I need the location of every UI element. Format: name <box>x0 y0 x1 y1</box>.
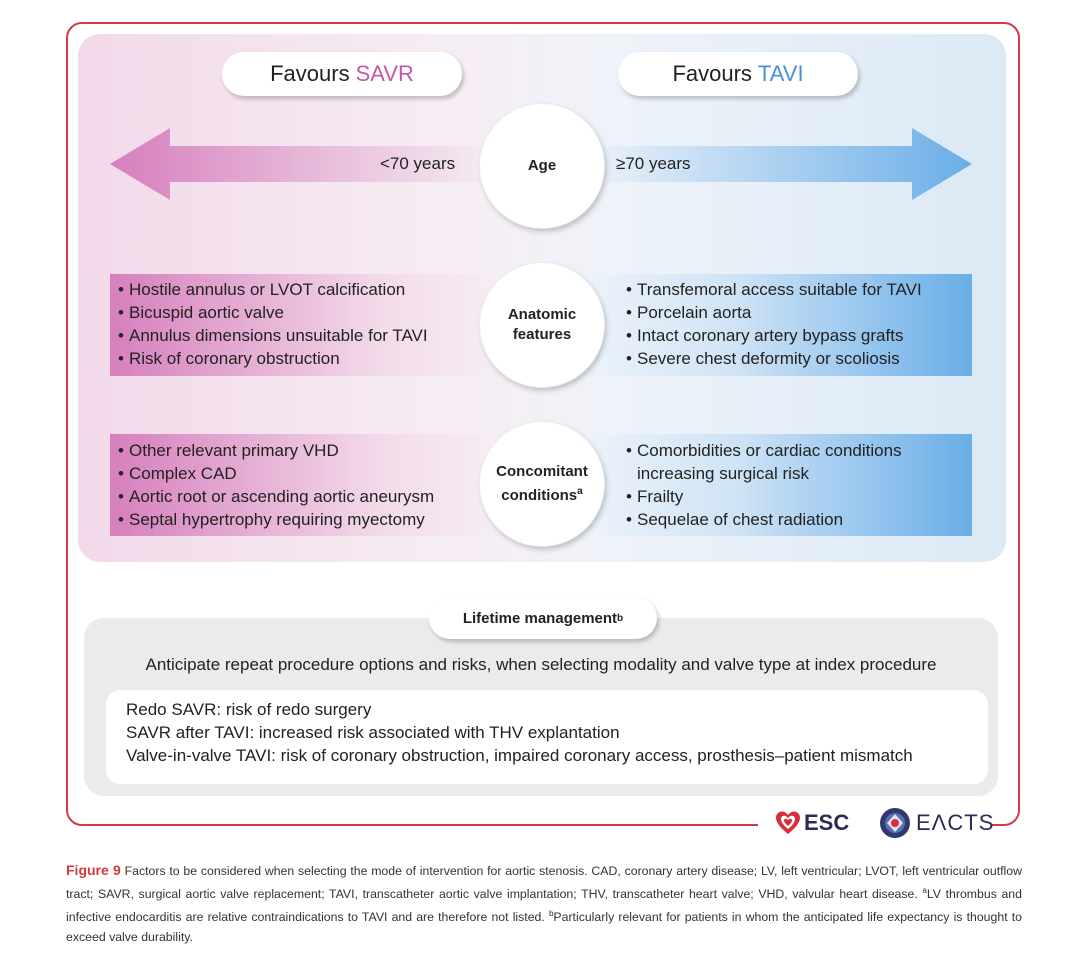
list-item: Bicuspid aortic valve <box>118 301 428 324</box>
list-item: Hostile annulus or LVOT calcification <box>118 278 428 301</box>
eacts-logo-text: EΛCTS <box>916 810 995 835</box>
list-item: Comorbidities or cardiac conditions <box>626 439 902 462</box>
lifetime-option-line: Valve-in-valve TAVI: risk of coronary ob… <box>126 746 913 765</box>
concomitant-tavi-list: Comorbidities or cardiac conditions incr… <box>626 439 902 531</box>
list-item: Other relevant primary VHD <box>118 439 434 462</box>
caption-note-a-sup: a <box>922 886 927 895</box>
lifetime-anticipate-text: Anticipate repeat procedure options and … <box>145 655 937 674</box>
lifetime-title: Lifetime management <box>462 609 618 627</box>
list-item: Aortic root or ascending aortic aneurysm <box>118 485 434 508</box>
esc-heart-icon <box>776 811 800 834</box>
list-item: Porcelain aorta <box>626 301 922 324</box>
favours-tavi-prefix: Favours <box>672 61 752 86</box>
favours-tavi-label: TAVI <box>757 61 804 86</box>
anatomic-features-circle: Anatomic features <box>480 263 604 387</box>
caption-note-b: Particularly relevant for patients in wh… <box>66 910 1022 945</box>
list-item: Severe chest deformity or scoliosis <box>626 347 922 370</box>
figure-frame <box>66 22 1020 826</box>
list-item: Intact coronary artery bypass grafts <box>626 324 922 347</box>
age-circle: Age <box>480 104 604 228</box>
favours-savr-prefix: Favours <box>270 61 350 86</box>
list-item: Frailty <box>626 485 902 508</box>
concomitant-label-sup: a <box>577 486 583 497</box>
concomitant-savr-list: Other relevant primary VHD Complex CAD A… <box>118 439 434 531</box>
anatomic-label-line1: Anatomic <box>507 306 577 323</box>
caption-text: Factors to be considered when selecting … <box>66 864 1022 902</box>
lifetime-title-sup: b <box>617 612 624 624</box>
list-item: Complex CAD <box>118 462 434 485</box>
lifetime-option-line: SAVR after TAVI: increased risk associat… <box>126 723 620 742</box>
concomitant-label-line1: Concomitant <box>496 463 588 480</box>
caption-note-a: LV thrombus and infective endocarditis a… <box>66 887 1022 925</box>
anatomic-savr-list: Hostile annulus or LVOT calcification Bi… <box>118 278 428 370</box>
age-label: Age <box>527 157 557 174</box>
concomitant-conditions-circle: Concomitant conditionsa <box>480 422 604 546</box>
favours-savr-pill: Favours SAVR <box>222 52 462 96</box>
figure-caption: Figure 9 Factors to be considered when s… <box>66 860 1022 947</box>
favours-tavi-pill: Favours TAVI <box>618 52 858 96</box>
caption-note-b-sup: b <box>548 909 554 919</box>
age-tavi-value: ≥70 years <box>616 154 691 173</box>
figure-label: Figure 9 <box>66 862 121 878</box>
anatomic-label-line2: features <box>512 326 572 343</box>
list-item: Transfemoral access suitable for TAVI <box>626 278 922 301</box>
list-item: Sequelae of chest radiation <box>626 508 902 531</box>
esc-logo-text: ESC <box>804 810 850 835</box>
list-item: Septal hypertrophy requiring myectomy <box>118 508 434 531</box>
list-item: Annulus dimensions unsuitable for TAVI <box>118 324 428 347</box>
eacts-logo-icon <box>880 808 910 838</box>
list-item-continuation: increasing surgical risk <box>637 464 809 483</box>
lifetime-option-line: Redo SAVR: risk of redo surgery <box>126 700 372 719</box>
anatomic-tavi-list: Transfemoral access suitable for TAVI Po… <box>626 278 922 370</box>
concomitant-label-line2: conditions <box>501 487 578 504</box>
lifetime-options-box <box>106 690 988 784</box>
age-savr-value: <70 years <box>380 154 456 173</box>
favours-savr-label: SAVR <box>355 61 414 86</box>
list-item: Risk of coronary obstruction <box>118 347 428 370</box>
